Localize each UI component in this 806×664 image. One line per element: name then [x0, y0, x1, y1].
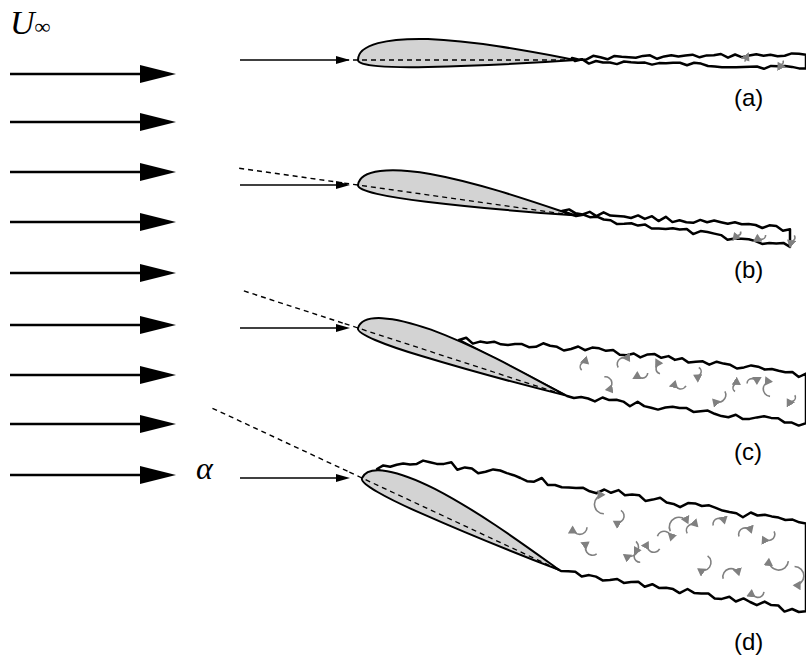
eddy-curl — [594, 495, 603, 514]
arrow-head — [140, 213, 176, 231]
airfoil-group — [238, 147, 577, 222]
arrow-head — [140, 415, 176, 433]
arrow-head — [140, 466, 176, 484]
eddy-curl — [763, 381, 772, 396]
airfoil-group — [344, 39, 576, 67]
eddy-curl — [712, 517, 725, 525]
eddy-curl — [698, 556, 714, 574]
eddy-curl — [637, 373, 648, 379]
eddy-curl — [573, 527, 587, 534]
arrow-head — [140, 366, 176, 384]
flow-arrow — [240, 477, 342, 479]
eddy-curl — [731, 382, 739, 392]
airfoil — [356, 308, 572, 402]
eddy-curl — [763, 531, 777, 542]
eddy-curl — [694, 368, 702, 378]
freestream-arrow — [10, 171, 150, 174]
eddy-curl — [778, 61, 784, 66]
eddy-curl — [614, 510, 626, 525]
eddy-curl — [666, 514, 688, 531]
freestream-arrow — [10, 423, 150, 426]
eddy-curl — [794, 567, 804, 586]
chord-line — [344, 59, 576, 60]
eddy-curl — [673, 381, 686, 390]
freestream-arrow — [10, 221, 150, 224]
freestream-velocity-label: U∞ — [10, 6, 50, 40]
turbulent-wake — [377, 461, 806, 612]
freestream-arrow — [10, 374, 150, 377]
eddy-curl — [615, 355, 629, 367]
eddy-curl — [747, 379, 757, 384]
airfoil — [359, 459, 569, 577]
eddy-curl — [721, 567, 739, 579]
eddy-curl — [645, 542, 660, 554]
turbulent-wake — [572, 53, 806, 68]
freestream-arrow — [10, 73, 150, 76]
eddy-curl — [578, 360, 588, 370]
eddy-curl — [751, 591, 764, 598]
panel-label: (a) — [734, 86, 763, 110]
chord-extension — [212, 408, 349, 472]
flow-arrow — [240, 184, 342, 186]
eddy-curl — [757, 235, 765, 239]
airfoil-group — [209, 389, 568, 577]
flow-arrow — [240, 59, 342, 61]
panel-label: (d) — [734, 630, 763, 654]
eddy-curl — [604, 376, 612, 390]
panel-label: (c) — [734, 440, 762, 464]
chord-line — [345, 324, 566, 396]
freestream-arrow — [10, 272, 150, 275]
eddy-curl — [737, 526, 751, 536]
eddy-curl — [655, 362, 661, 373]
chord-line — [344, 183, 574, 215]
eddy-curl — [788, 235, 796, 243]
airfoil — [357, 164, 577, 222]
freestream-arrow — [10, 474, 150, 477]
eddy-curl — [634, 550, 640, 562]
arrow-head — [336, 474, 350, 482]
chord-extension — [244, 291, 345, 324]
eddy-curl — [684, 522, 697, 534]
panel-label: (b) — [734, 258, 763, 282]
freestream-arrow — [10, 324, 150, 327]
arrow-head — [140, 316, 176, 334]
arrow-head — [140, 113, 176, 131]
airfoil-group — [242, 271, 572, 402]
freestream-arrow — [10, 121, 150, 124]
eddy-curl — [713, 391, 729, 405]
arrow-head — [140, 264, 176, 282]
turbulent-wake — [562, 209, 790, 247]
chord-extension — [239, 168, 344, 183]
chord-line — [349, 472, 559, 570]
eddy-curl — [745, 59, 749, 62]
eddy-curl — [768, 559, 788, 570]
arrow-head — [140, 65, 176, 83]
eddy-curl — [788, 395, 797, 403]
angle-of-attack-label: α — [196, 452, 213, 484]
eddy-curl — [735, 231, 742, 236]
arrow-head — [140, 163, 176, 181]
eddy-curl — [583, 542, 597, 558]
airfoil — [358, 39, 576, 67]
flow-arrow — [240, 327, 342, 329]
